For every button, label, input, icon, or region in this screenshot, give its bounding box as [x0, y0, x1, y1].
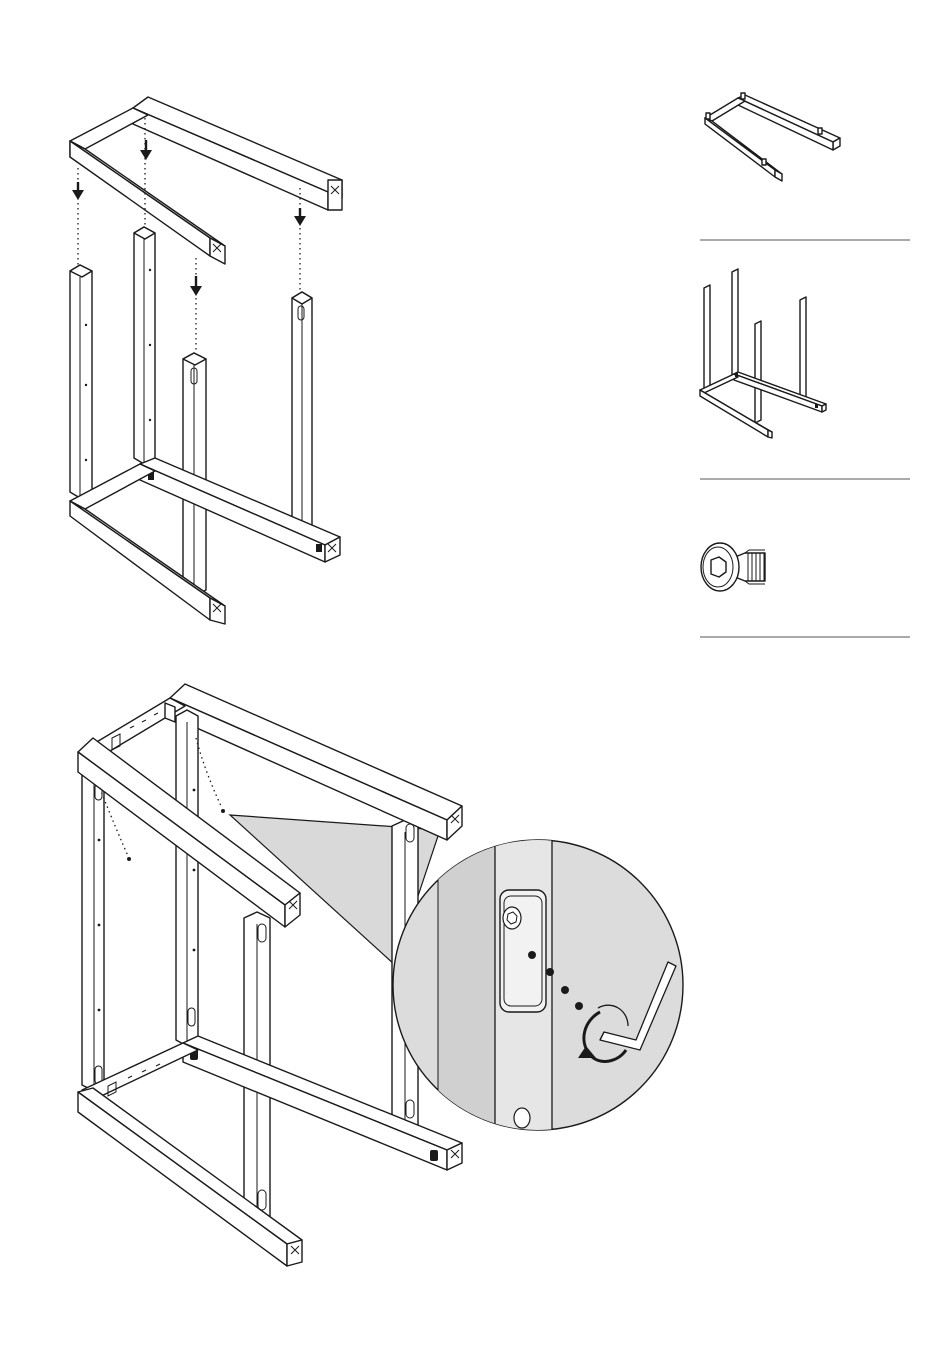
arrow-down-icon [190, 276, 202, 296]
arrow-down-icon [294, 208, 306, 226]
u-frame-icon [705, 93, 840, 181]
parts-sidebar [700, 93, 910, 637]
detail-magnifier [393, 820, 683, 1150]
arrow-down-icon [140, 140, 152, 160]
leg [292, 292, 312, 531]
leg [70, 265, 92, 498]
base-with-legs-part [700, 269, 826, 438]
step-1-illustration [70, 97, 342, 624]
top-frame-back-rail [170, 684, 462, 840]
screw-marker [127, 857, 131, 861]
leg [82, 764, 104, 1091]
top-frame [70, 97, 342, 264]
leg [134, 227, 155, 464]
hex-socket-screw-icon [701, 543, 765, 591]
top-frame-part [705, 93, 840, 181]
leg [176, 710, 198, 1046]
leg-frame-icon [700, 269, 826, 438]
button-head-screw-part [701, 543, 765, 591]
guide-line [196, 738, 222, 808]
arrow-down-icon [72, 182, 84, 200]
screw-marker [221, 809, 225, 813]
